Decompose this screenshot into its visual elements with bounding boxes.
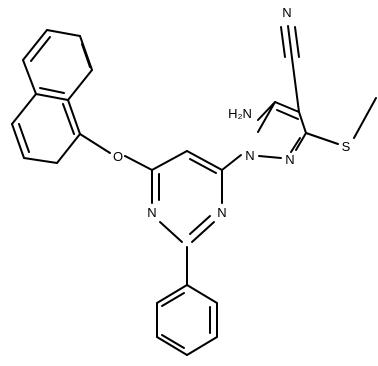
double-bond-inner	[81, 43, 91, 68]
bond-naphthyl-o	[79, 133, 111, 154]
ether-o-label: O	[113, 149, 123, 164]
bond	[186, 150, 223, 171]
bond	[186, 336, 218, 356]
bond	[46, 29, 81, 37]
double-bond-inner	[62, 103, 75, 135]
bond	[22, 29, 48, 61]
bond-c-cn	[291, 57, 300, 113]
bond-pyrimidine-pyrazole	[221, 154, 242, 171]
bond	[11, 93, 37, 125]
bond	[298, 111, 307, 134]
thioether-s-label: S	[342, 139, 351, 154]
pyrimidine-n1-label: N	[147, 205, 156, 220]
bond-s-methyl	[353, 97, 377, 139]
amine-label: H₂N	[228, 106, 252, 121]
triple-bond-side	[294, 26, 300, 58]
bond	[151, 150, 188, 171]
pyrimidine-n3-label: N	[217, 205, 226, 220]
double-bond-inner	[276, 109, 299, 120]
double-bond-inner	[39, 87, 65, 94]
bond-o-pyrimidine	[124, 155, 153, 171]
naphthalene-ring-left	[22, 29, 93, 101]
bond	[258, 155, 282, 159]
bond	[67, 99, 81, 135]
triple-bond-center	[287, 25, 293, 59]
bond	[156, 284, 188, 304]
double-bond-inner	[161, 334, 185, 349]
bond	[257, 101, 276, 133]
bond	[11, 123, 25, 159]
double-bond-inner	[290, 137, 301, 153]
bond	[156, 336, 188, 356]
nitrile-n-label: N	[282, 5, 291, 20]
double-bond-inner	[161, 292, 185, 307]
triple-bond-side	[280, 26, 286, 58]
double-bond-inner	[30, 36, 51, 62]
bond-c-s	[305, 132, 339, 145]
pyrazole-ring	[257, 101, 307, 159]
bond	[186, 284, 218, 304]
bond	[35, 93, 69, 101]
phenyl-ring	[156, 284, 218, 356]
bond	[22, 59, 37, 95]
bond	[295, 132, 307, 151]
bond	[67, 69, 93, 101]
naphthalene-ring-right	[11, 93, 81, 164]
double-bond-inner	[189, 158, 217, 174]
pyrazole-n2-label: N	[285, 152, 294, 167]
pyrimidine-ring	[151, 150, 223, 243]
double-bond-inner	[18, 123, 30, 153]
bond-c-amine	[257, 101, 276, 121]
bond	[159, 221, 183, 243]
bond	[274, 101, 300, 113]
double-bond-inner	[189, 215, 211, 235]
bond	[23, 157, 58, 164]
bond	[191, 221, 215, 243]
pyrazole-n1-label: N	[245, 148, 254, 163]
bond	[56, 133, 81, 164]
